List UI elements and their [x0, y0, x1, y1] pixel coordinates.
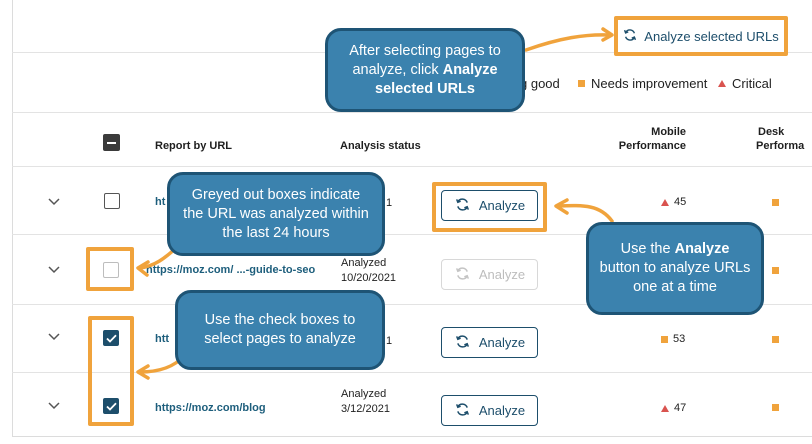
row-url[interactable]: htt	[155, 333, 170, 345]
analyze-selected-highlight: Analyze selected URLs	[614, 16, 788, 56]
greyed-checkbox-highlight	[86, 247, 134, 291]
checkmark-icon	[105, 334, 117, 343]
analyze-selected-button[interactable]: Analyze selected URLs	[623, 28, 779, 45]
expand-row-chevron-icon[interactable]	[47, 195, 61, 209]
desktop-score-swatch	[772, 336, 779, 343]
expand-row-chevron-icon[interactable]	[47, 263, 61, 277]
callout-analyze-button: Use the Analyze button to analyze URLs o…	[586, 222, 764, 315]
row-checkbox-checked[interactable]	[103, 330, 119, 346]
row-status: Analyzed 3/12/2021	[341, 388, 390, 415]
row-status: 1	[386, 197, 393, 209]
row-status: 1	[386, 335, 393, 347]
expand-row-chevron-icon[interactable]	[47, 330, 61, 344]
mobile-score: 45	[661, 196, 686, 208]
divider	[12, 234, 812, 235]
refresh-icon	[454, 197, 471, 215]
mobile-score: 47	[661, 402, 686, 414]
divider	[12, 112, 812, 113]
critical-triangle-icon	[661, 198, 669, 206]
row-url[interactable]: ht	[155, 196, 166, 208]
refresh-icon	[454, 402, 471, 420]
critical-triangle-icon	[661, 404, 669, 412]
checkmark-icon	[105, 402, 117, 411]
callout-greyed-boxes: Greyed out boxes indicate the URL was an…	[167, 172, 385, 256]
legend-needs-improvement: Needs improvement	[578, 76, 707, 91]
analyze-row-button[interactable]: Analyze	[441, 395, 538, 426]
analysis-status-header: Analysis status	[340, 140, 421, 152]
report-by-url-header: Report by URL	[155, 140, 232, 152]
row-checkbox-disabled[interactable]	[103, 262, 119, 278]
analyze-selected-label: Analyze selected URLs	[644, 28, 779, 44]
desktop-score-swatch	[772, 267, 779, 274]
legend-good: g good	[520, 76, 560, 91]
critical-triangle-icon	[718, 80, 726, 87]
row-status: Analyzed 10/20/2021	[341, 257, 397, 284]
expand-row-chevron-icon[interactable]	[47, 399, 61, 413]
analyze-button-highlight	[432, 182, 547, 232]
analyze-row-button[interactable]: Analyze	[441, 190, 538, 221]
desktop-score-swatch	[772, 404, 779, 411]
refresh-icon	[454, 334, 471, 352]
needs-improvement-swatch	[578, 80, 585, 87]
row-url[interactable]: https://moz.com/ ...-guide-to-seo	[146, 264, 316, 276]
refresh-icon	[623, 28, 637, 45]
mobile-performance-header: Mobile Performance	[618, 126, 686, 152]
analyze-row-button[interactable]: Analyze	[441, 327, 538, 358]
checkboxes-highlight	[88, 316, 134, 426]
analyze-row-button-disabled[interactable]: Analyze	[441, 259, 538, 290]
row-checkbox-checked[interactable]	[103, 398, 119, 414]
callout-checkboxes: Use the check boxes to select pages to a…	[175, 290, 385, 370]
desktop-performance-header: Desk Performa	[756, 126, 805, 152]
mobile-score: 53	[661, 333, 685, 345]
divider	[12, 372, 812, 373]
callout-analyze-selected: After selecting pages to analyze, click …	[325, 28, 525, 112]
row-checkbox[interactable]	[104, 193, 120, 209]
divider	[12, 304, 812, 305]
divider	[12, 166, 812, 167]
legend-critical: Critical	[718, 76, 772, 91]
row-url[interactable]: https://moz.com/blog	[155, 402, 266, 414]
refresh-icon	[454, 266, 471, 284]
select-all-checkbox[interactable]	[103, 134, 120, 151]
desktop-score-swatch	[772, 199, 779, 206]
needs-improvement-swatch	[661, 335, 668, 343]
